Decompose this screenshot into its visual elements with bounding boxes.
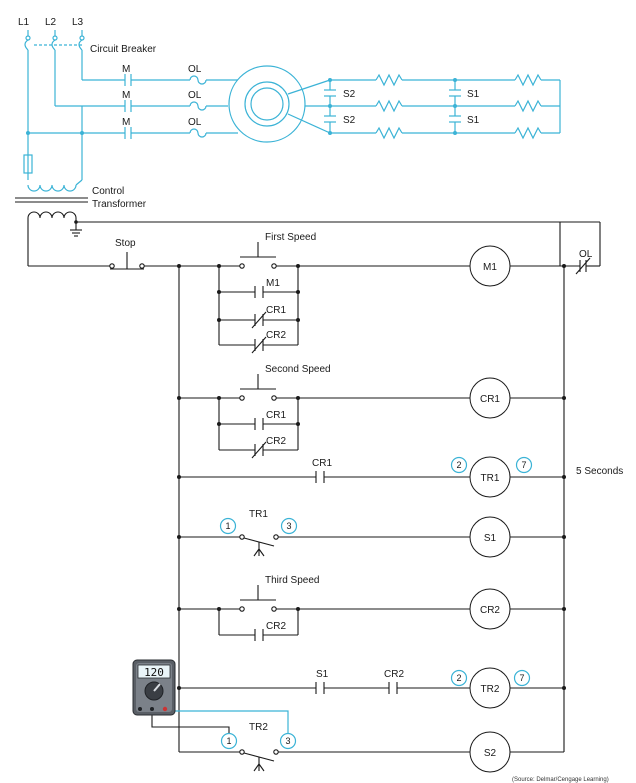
- s2-label-1: S2: [343, 89, 356, 100]
- third-speed-button: [239, 585, 277, 612]
- cr2-contact-label-c: CR2: [266, 621, 286, 632]
- m-power-contacts: [124, 74, 132, 139]
- s1-contacts: [449, 78, 461, 135]
- coil-cr2-label: CR2: [480, 605, 500, 616]
- ol-contact-label: OL: [579, 249, 593, 260]
- svg-text:7: 7: [521, 460, 526, 470]
- line-label-l2: L2: [45, 17, 57, 28]
- cr2-contact-label-d: CR2: [384, 669, 404, 680]
- motor-symbol: [228, 65, 306, 143]
- s1-label-2: S1: [467, 115, 480, 126]
- first-speed-label: First Speed: [265, 232, 316, 243]
- svg-text:1: 1: [226, 736, 231, 746]
- line-label-l1: L1: [18, 17, 30, 28]
- second-speed-button: [239, 374, 277, 401]
- cr1-contact-label-a: CR1: [266, 305, 286, 316]
- tr1-contact-label: TR1: [249, 509, 268, 520]
- test-point-tr2-2: 2: [450, 669, 468, 687]
- stop-label: Stop: [115, 238, 136, 249]
- coil-cr1: CR1: [469, 377, 511, 419]
- test-point-tr1-2: 2: [450, 456, 468, 474]
- m-contact-label-1: M: [122, 64, 130, 75]
- coil-tr1: TR1: [469, 456, 511, 498]
- overload-heaters: [189, 75, 207, 138]
- test-point-tr1-7: 7: [515, 456, 533, 474]
- coil-s1-label: S1: [484, 533, 497, 544]
- third-speed-label: Third Speed: [265, 575, 319, 586]
- coil-m1: M1: [469, 245, 511, 287]
- ol-label-3: OL: [188, 117, 202, 128]
- m-contact-label-2: M: [122, 90, 130, 101]
- tr2-contact-label: TR2: [249, 722, 268, 733]
- coil-cr1-label: CR1: [480, 394, 500, 405]
- multimeter: 120: [132, 659, 289, 733]
- transformer-label-1: Control: [92, 186, 124, 197]
- meter-lead-black: [151, 713, 230, 733]
- control-ladder: Stop First Speed OL M1: [28, 221, 623, 773]
- s1-contact-label: S1: [316, 669, 329, 680]
- first-speed-button: [239, 242, 277, 269]
- test-point-tr2-contact-3: 3: [279, 732, 297, 750]
- ol-label-2: OL: [188, 90, 202, 101]
- svg-text:1: 1: [225, 521, 230, 531]
- coil-tr2: TR2: [469, 667, 511, 709]
- m1-contact-label: M1: [266, 278, 280, 289]
- coil-tr2-label: TR2: [481, 684, 500, 695]
- test-point-tr1-contact-1: 1: [219, 517, 237, 535]
- stop-button: [109, 252, 145, 270]
- svg-text:3: 3: [286, 521, 291, 531]
- resistor-bank-2: [455, 73, 561, 140]
- s1-label-1: S1: [467, 89, 480, 100]
- s2-contacts: [324, 78, 336, 135]
- ol-label-1: OL: [188, 64, 202, 75]
- second-speed-label: Second Speed: [265, 364, 331, 375]
- test-point-tr2-7: 7: [513, 669, 531, 687]
- resistor-bank-1: [330, 73, 455, 140]
- coil-s1: S1: [469, 516, 511, 558]
- meter-lead-red: [165, 710, 289, 733]
- svg-text:2: 2: [456, 673, 461, 683]
- test-point-tr1-contact-3: 3: [280, 517, 298, 535]
- coil-tr1-label: TR1: [481, 473, 500, 484]
- source-credit: (Source: Delmar/Cengage Learning): [512, 777, 609, 783]
- cr1-contact-label-c: CR1: [312, 458, 332, 469]
- coil-m1-label: M1: [483, 262, 497, 273]
- control-transformer: Control Transformer: [15, 133, 560, 266]
- cr1-contact-label-b: CR1: [266, 410, 286, 421]
- svg-text:3: 3: [285, 736, 290, 746]
- circuit-breaker: [24, 30, 85, 56]
- meter-reading: 120: [144, 666, 164, 679]
- line-label-l3: L3: [72, 17, 84, 28]
- coil-s2-label: S2: [484, 748, 497, 759]
- test-point-tr2-contact-1: 1: [220, 732, 238, 750]
- coil-cr2: CR2: [469, 588, 511, 630]
- transformer-label-2: Transformer: [92, 199, 147, 210]
- svg-text:2: 2: [456, 460, 461, 470]
- coil-s2: S2: [469, 731, 511, 773]
- power-circuit: L1 L2 L3 Circuit Breaker M M M: [18, 17, 561, 155]
- meter-display: [137, 664, 171, 679]
- tr1-contact: [239, 534, 279, 557]
- timer-note: 5 Seconds: [576, 466, 623, 477]
- cr2-contact-label-a: CR2: [266, 330, 286, 341]
- tr2-contact: [239, 749, 279, 772]
- cr2-contact-label-b: CR2: [266, 436, 286, 447]
- m-contact-label-3: M: [122, 117, 130, 128]
- s2-label-2: S2: [343, 115, 356, 126]
- svg-text:7: 7: [519, 673, 524, 683]
- circuit-breaker-label: Circuit Breaker: [90, 44, 157, 55]
